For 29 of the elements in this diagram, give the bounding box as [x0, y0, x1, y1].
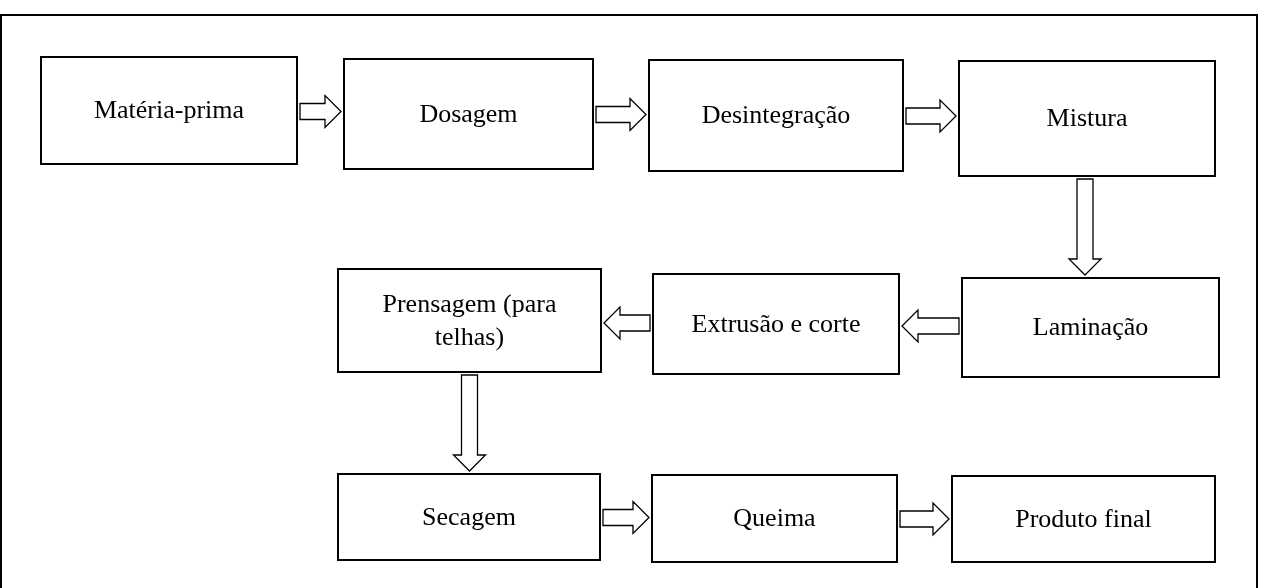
process-label: Mistura [1046, 102, 1128, 135]
block-arrow [603, 305, 651, 341]
process-label: Extrusão e corte [691, 307, 861, 340]
process-label: Laminação [1032, 311, 1149, 344]
process-box [648, 59, 904, 172]
process-box [961, 277, 1220, 378]
block-arrow [901, 308, 960, 344]
process-box [958, 60, 1216, 177]
process-box [40, 56, 298, 165]
block-arrow [899, 501, 950, 537]
process-box [337, 268, 602, 373]
block-arrow [1067, 178, 1103, 276]
process-box [337, 473, 601, 561]
process-label: Produto final [1015, 502, 1152, 535]
block-arrow [451, 374, 488, 472]
process-label: Matéria-prima [93, 94, 245, 127]
process-label: Desintegração [701, 99, 851, 132]
block-arrow [299, 93, 342, 130]
block-arrow [602, 499, 650, 536]
process-box [951, 475, 1216, 563]
process-box [651, 474, 898, 563]
process-box [343, 58, 594, 170]
process-label: Prensagem (para telhas) [381, 288, 558, 353]
process-label: Secagem [422, 500, 516, 533]
process-box [652, 273, 900, 375]
block-arrow [905, 98, 957, 134]
block-arrow [595, 96, 647, 133]
process-label: Queima [733, 502, 816, 535]
process-label: Dosagem [419, 97, 518, 130]
